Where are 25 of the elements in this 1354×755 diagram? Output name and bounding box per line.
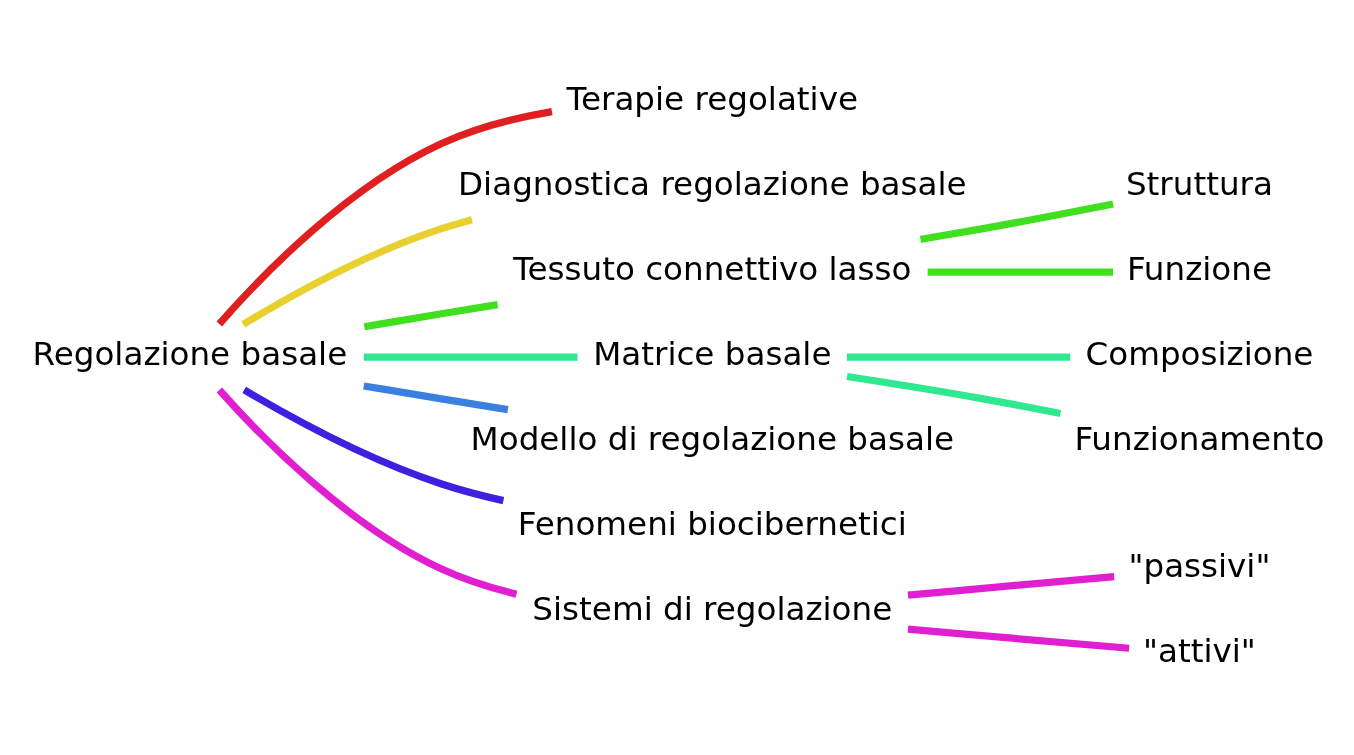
connector bbox=[242, 386, 505, 504]
node-text: "passivi" bbox=[1128, 546, 1271, 585]
node-text: Funzionamento bbox=[1074, 419, 1325, 458]
connector bbox=[846, 353, 1071, 361]
node-text: Funzione bbox=[1126, 249, 1272, 288]
node-text: Sistemi di regolazione bbox=[532, 589, 893, 628]
connector bbox=[216, 107, 553, 326]
node-text: Composizione bbox=[1085, 334, 1314, 373]
connector bbox=[907, 572, 1115, 599]
node-text: Fenomeni biocibernetici bbox=[517, 504, 907, 543]
node-text: Struttura bbox=[1125, 164, 1273, 203]
connector bbox=[919, 199, 1114, 243]
node-text: Tessuto connettivo lasso bbox=[513, 249, 912, 288]
connector bbox=[363, 300, 499, 330]
connector bbox=[241, 215, 473, 328]
connector bbox=[846, 372, 1062, 417]
node-text: Terapie regolative bbox=[566, 79, 859, 118]
connector bbox=[216, 387, 518, 598]
connector bbox=[363, 381, 509, 413]
node-text: Diagnostica regolazione basale bbox=[458, 164, 967, 203]
connector bbox=[907, 625, 1130, 652]
node-text: "attivi" bbox=[1143, 631, 1256, 670]
node-text: Matrice basale bbox=[593, 334, 832, 373]
node-text: Modello di regolazione basale bbox=[470, 419, 955, 458]
node-text: Regolazione basale bbox=[32, 334, 348, 373]
